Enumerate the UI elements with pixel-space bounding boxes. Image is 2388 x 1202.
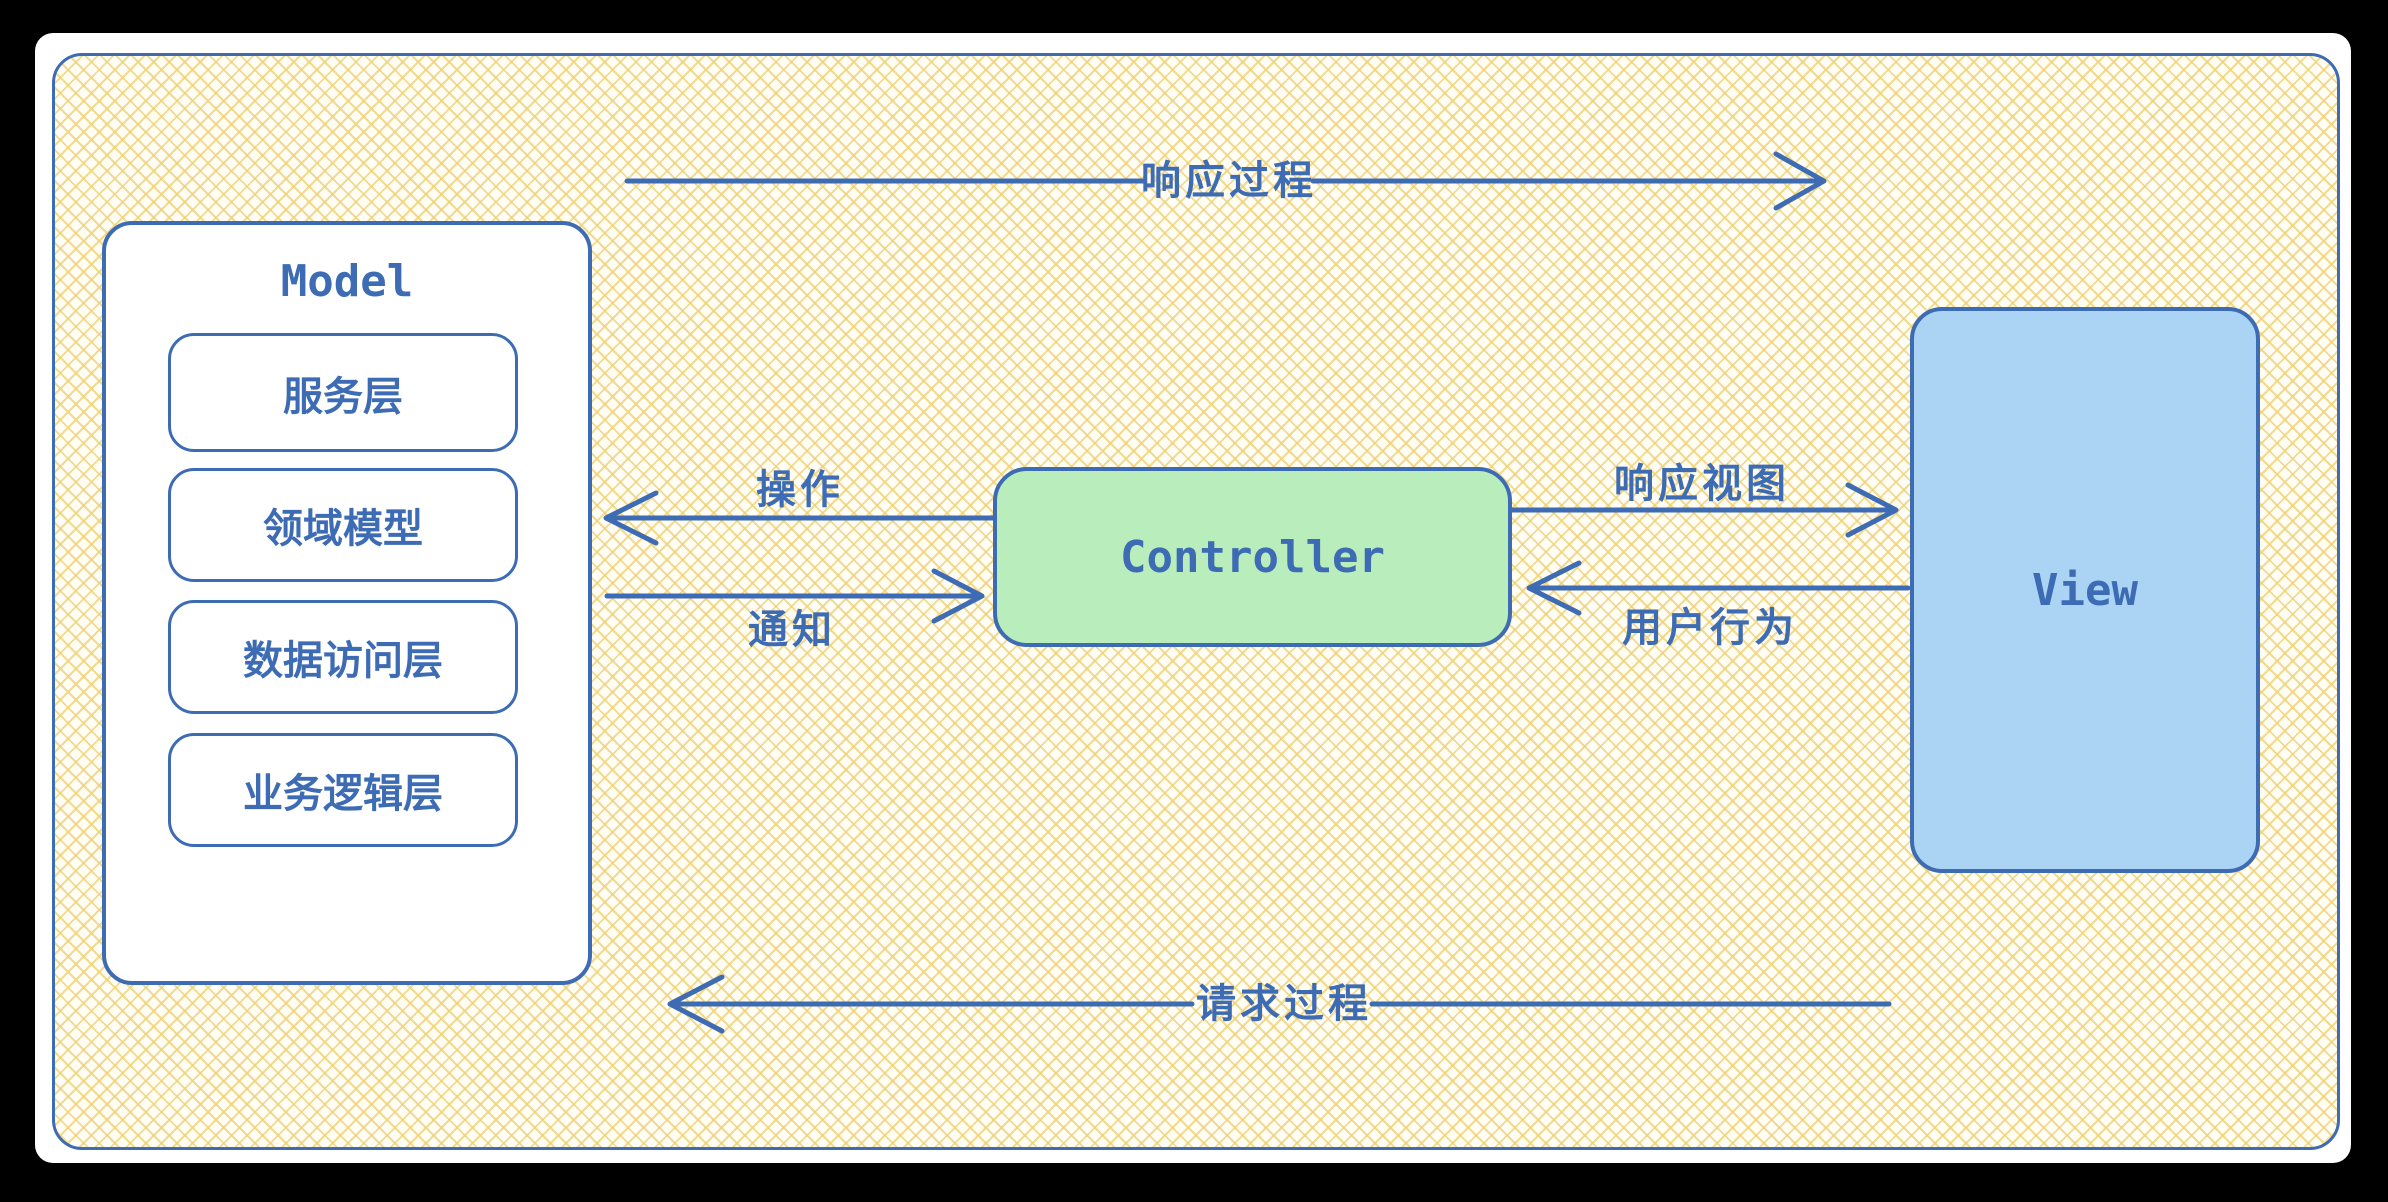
- flow-label-notify: 通知: [748, 607, 836, 653]
- model-layer-domain-model-label: 领域模型: [263, 506, 423, 552]
- flow-label-response-process: 响应过程: [1141, 158, 1317, 204]
- controller-box: Controller: [993, 467, 1512, 647]
- model-layer-domain-model: 领域模型: [168, 468, 518, 582]
- flow-label-user-behavior: 用户行为: [1622, 605, 1798, 651]
- view-box: View: [1910, 307, 2260, 873]
- controller-title: Controller: [1120, 531, 1385, 583]
- model-layer-business-logic-label: 业务逻辑层: [243, 771, 443, 817]
- view-title: View: [2032, 564, 2138, 616]
- model-layer-service-label: 服务层: [283, 373, 403, 420]
- flow-label-action: 操作: [756, 467, 844, 513]
- model-layer-data-access-label: 数据访问层: [243, 638, 443, 684]
- model-layer-service: 服务层: [168, 333, 518, 452]
- flow-label-request-process: 请求过程: [1196, 981, 1372, 1027]
- model-layer-business-logic: 业务逻辑层: [168, 733, 518, 847]
- flow-label-response-view: 响应视图: [1614, 461, 1790, 507]
- model-title: Model: [280, 256, 414, 307]
- model-layer-data-access: 数据访问层: [168, 600, 518, 714]
